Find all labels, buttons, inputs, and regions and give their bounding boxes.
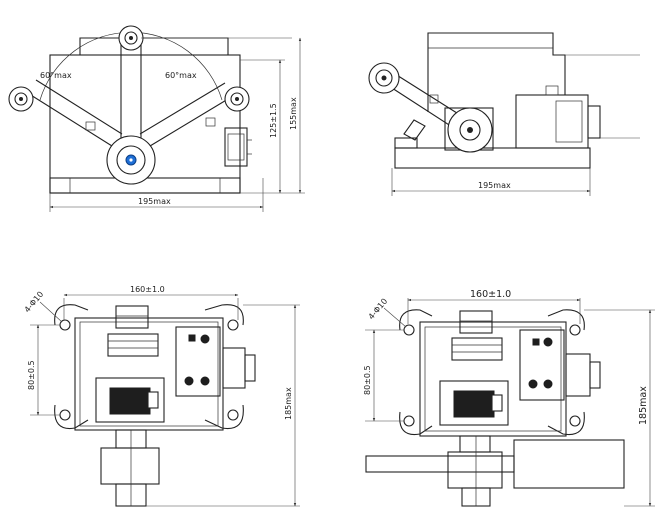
height-mid-label: 125±1.5 [269, 103, 278, 138]
height-total-label: 155max [289, 97, 298, 130]
br-height-label: 185max [638, 386, 649, 425]
bl-vertical-label: 80±0.5 [27, 360, 36, 390]
angle-right-label: 60°max [165, 71, 197, 80]
angle-left-label: 60°max [40, 71, 72, 80]
bl-holes-label: 4-Φ10 [23, 290, 46, 315]
bl-height-label: 185max [284, 387, 293, 420]
bl-spacing-label: 160±1.0 [130, 285, 165, 294]
side-view: 195max [368, 32, 640, 196]
side-width-label: 195max [478, 181, 511, 190]
br-holes-label: 4-Φ10 [367, 297, 390, 322]
base-view-left: 160±1.0 4-Φ10 80±0.5 185max [23, 285, 300, 507]
front-width-label: 195max [138, 197, 171, 206]
br-vertical-label: 80±0.5 [363, 365, 372, 395]
br-spacing-label: 160±1.0 [470, 289, 511, 300]
base-view-right: 160±1.0 4-Φ10 80±0.5 185max [363, 289, 655, 507]
front-view: 60°max 60°max 195max 125±1.5 155max [8, 25, 305, 212]
